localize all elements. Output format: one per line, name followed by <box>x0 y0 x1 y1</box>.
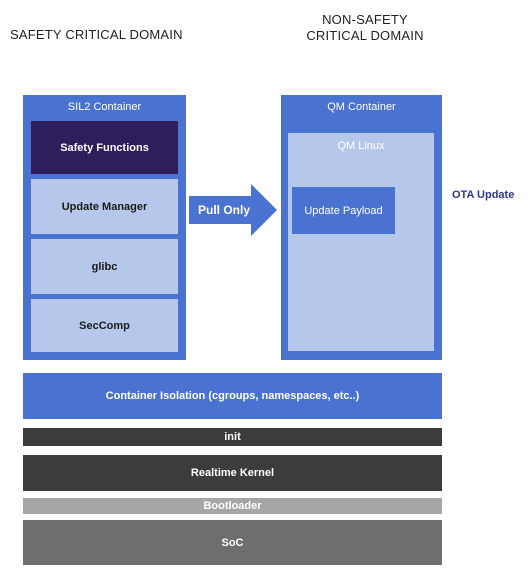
glibc-block: glibc <box>31 239 178 294</box>
container-isolation-bar: Container Isolation (cgroups, namespaces… <box>23 373 442 419</box>
safety-domain-title: SAFETY CRITICAL DOMAIN <box>10 27 183 42</box>
safety-functions-block: Safety Functions <box>31 121 178 174</box>
seccomp-block: SecComp <box>31 299 178 352</box>
nonsafety-title-line2: CRITICAL DOMAIN <box>306 28 424 43</box>
update-payload-block: Update Payload <box>292 187 395 234</box>
pull-only-label: Pull Only <box>197 203 250 217</box>
qm-container-title: QM Container <box>327 101 396 113</box>
init-bar: init <box>23 428 442 446</box>
pull-only-arrow <box>189 184 277 236</box>
qm-linux-panel <box>288 133 434 351</box>
qm-linux-title: QM Linux <box>337 140 385 152</box>
bootloader-bar: Bootloader <box>23 498 442 514</box>
nonsafety-title-line1: NON-SAFETY <box>322 12 408 27</box>
soc-bar: SoC <box>23 520 442 565</box>
sil2-container-title: SIL2 Container <box>67 101 142 113</box>
realtime-kernel-bar: Realtime Kernel <box>23 455 442 491</box>
nonsafety-domain-title: NON-SAFETY CRITICAL DOMAIN <box>290 12 440 44</box>
update-manager-block: Update Manager <box>31 179 178 234</box>
ota-update-label: OTA Update <box>452 189 515 201</box>
